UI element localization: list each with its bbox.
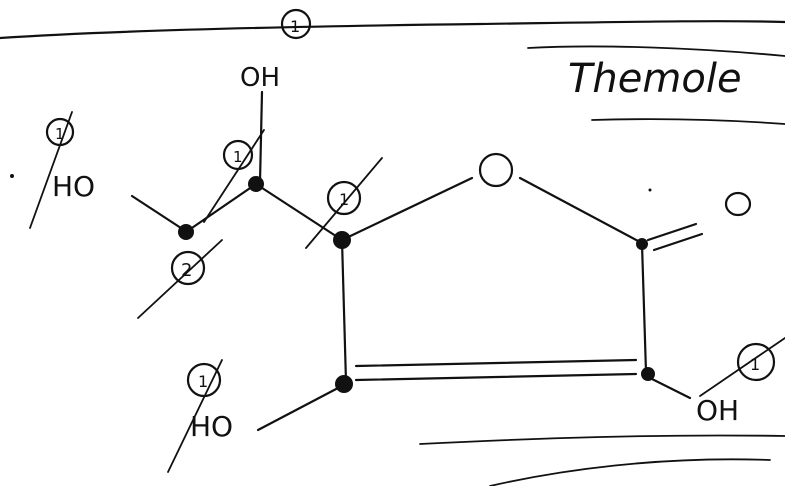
bottom-ho-strike <box>167 359 223 473</box>
c4-circle-mark <box>326 180 362 216</box>
c4-mark-number: 1 <box>339 190 349 209</box>
c6-circle-mark <box>170 250 206 286</box>
bottom-curve-line <box>489 458 771 486</box>
right-oh-strike <box>699 337 785 397</box>
top-oh-label: OH <box>240 63 280 93</box>
right-oh-label: OH <box>696 394 739 427</box>
right-oh-circle-mark <box>736 342 776 382</box>
bond-ring-o-c1 <box>518 176 642 244</box>
bottom-ho-label: HO <box>190 410 233 443</box>
bond-c6-c5 <box>184 182 258 234</box>
heading-underline-top <box>527 45 785 57</box>
bond-c4-ring-o <box>340 176 474 242</box>
heading-text: Themole <box>568 56 742 102</box>
top-rule-line <box>0 20 785 40</box>
bottom-ho-mark-number: 1 <box>198 372 208 391</box>
left-ho-strike <box>29 111 73 229</box>
c6-mark-number: 2 <box>181 260 192 281</box>
bond-c1-carbonyl-a <box>646 222 698 242</box>
bond-right-oh <box>648 376 692 400</box>
atom-c2-node <box>641 367 655 381</box>
bond-top-oh <box>258 90 264 184</box>
bond-c5-c4 <box>254 182 344 242</box>
stray-dot <box>10 174 14 178</box>
bond-c1-carbonyl-b <box>652 232 704 252</box>
ring-oxygen-atom <box>478 152 514 188</box>
bond-c3-c2-double-top <box>354 358 638 368</box>
stray-dot <box>648 188 652 192</box>
bottom-rule-line <box>419 434 785 445</box>
bond-c3-c2-double-bottom <box>354 372 638 382</box>
bond-left-ho <box>130 194 186 232</box>
c5-strike <box>203 129 265 223</box>
left-ho-label: HO <box>52 170 95 203</box>
carbonyl-oxygen-atom <box>724 191 752 217</box>
c4-strike <box>305 157 383 249</box>
atom-c3-node <box>335 375 353 393</box>
bond-bottom-ho <box>256 386 340 432</box>
top-oh-circle-mark <box>280 8 312 40</box>
bond-c4-c3 <box>340 238 348 384</box>
left-ho-mark-number: 1 <box>55 125 65 143</box>
right-oh-mark-number: 1 <box>750 355 760 374</box>
c6-strike <box>137 239 223 319</box>
c5-mark-number: 1 <box>233 148 243 166</box>
bond-c1-c2 <box>640 242 648 374</box>
heading-underline-bottom <box>591 118 785 125</box>
top-oh-mark-number: 1 <box>290 17 300 36</box>
